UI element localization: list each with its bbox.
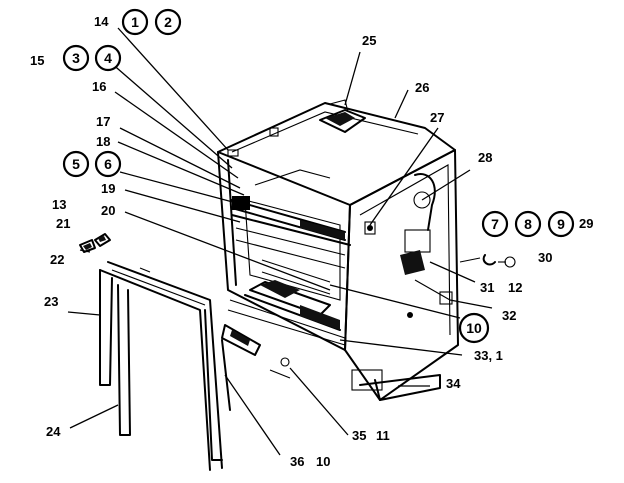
circled-1: 1 bbox=[131, 14, 139, 30]
label-14: 14 bbox=[94, 14, 109, 29]
label-18: 18 bbox=[96, 134, 110, 149]
part-35-36-lower-bracket bbox=[221, 324, 291, 411]
label-19: 19 bbox=[101, 181, 115, 196]
circled-2: 2 bbox=[164, 14, 172, 30]
circled-5: 5 bbox=[72, 156, 80, 172]
label-25: 25 bbox=[362, 33, 376, 48]
label-26: 26 bbox=[415, 80, 429, 95]
circled-7: 7 bbox=[491, 216, 499, 232]
label-34: 34 bbox=[446, 376, 461, 391]
part-33-bake-element bbox=[227, 280, 346, 346]
label-22: 22 bbox=[50, 252, 64, 267]
label-13: 13 bbox=[52, 197, 66, 212]
part-18-19-upper-element bbox=[231, 196, 346, 241]
rear-components bbox=[364, 173, 481, 318]
label-35: 35 bbox=[352, 428, 366, 443]
label-16: 16 bbox=[92, 79, 106, 94]
label-17: 17 bbox=[96, 114, 110, 129]
circled-labels: 1 2 3 4 5 6 7 8 9 10 bbox=[62, 8, 575, 344]
label-23: 23 bbox=[44, 294, 58, 309]
circled-3: 3 bbox=[72, 50, 80, 66]
circled-9: 9 bbox=[557, 216, 565, 232]
part-30-clip bbox=[482, 254, 516, 268]
label-24: 24 bbox=[46, 424, 61, 439]
label-20: 20 bbox=[101, 203, 115, 218]
leader-lines bbox=[67, 27, 493, 456]
cabinet-body bbox=[217, 102, 459, 401]
circled-6: 6 bbox=[104, 156, 112, 172]
part-number-labels: 14 15 16 17 18 19 20 13 21 22 23 24 25 2… bbox=[30, 14, 593, 469]
label-12: 12 bbox=[508, 280, 522, 295]
label-31: 31 bbox=[480, 280, 494, 295]
label-28: 28 bbox=[478, 150, 492, 165]
label-10: 10 bbox=[316, 454, 330, 469]
circled-4: 4 bbox=[104, 50, 112, 66]
label-27: 27 bbox=[430, 110, 444, 125]
label-30: 30 bbox=[538, 250, 552, 265]
circled-8: 8 bbox=[524, 216, 532, 232]
circled-10: 10 bbox=[466, 320, 482, 336]
part-25-top-bracket bbox=[319, 99, 366, 133]
part-21-22-brackets bbox=[79, 233, 111, 253]
label-33-1: 33, 1 bbox=[474, 348, 503, 363]
label-15: 15 bbox=[30, 53, 44, 68]
label-21: 21 bbox=[56, 216, 70, 231]
part-23-24-door-seal bbox=[99, 261, 223, 471]
label-11: 11 bbox=[376, 428, 390, 443]
label-32: 32 bbox=[502, 308, 516, 323]
label-36: 36 bbox=[290, 454, 304, 469]
label-29: 29 bbox=[579, 216, 593, 231]
